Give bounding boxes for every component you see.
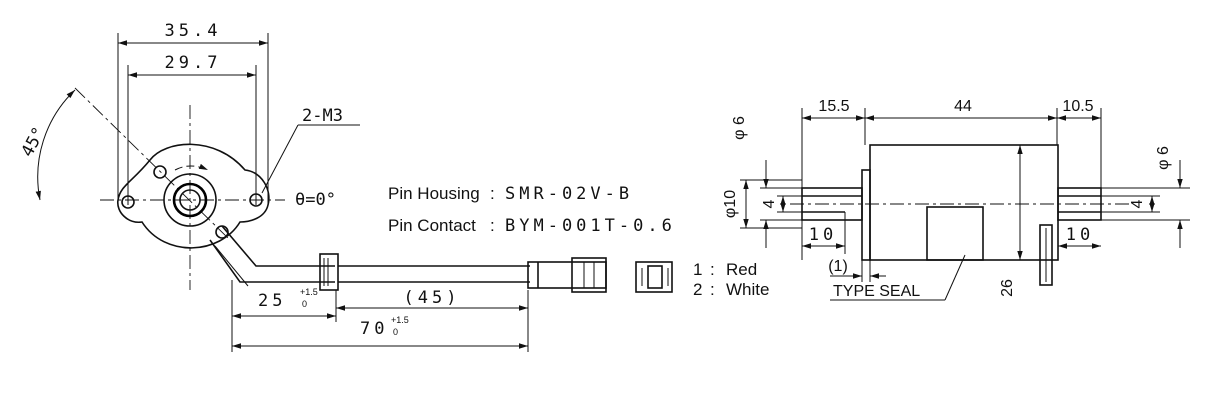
strip-length-label: 25: [258, 291, 286, 311]
lead-wire-2: [221, 225, 335, 267]
angle-arc: [35, 89, 76, 201]
flat-len-left-label: 10: [809, 225, 837, 245]
screw-hole-1: [153, 165, 167, 179]
side-view: 15.5 44 10.5 φ 6 φ10: [722, 98, 1190, 301]
pin-2-color: White: [726, 280, 769, 299]
boss-dia-label: φ10: [722, 190, 739, 218]
right-shaft: [1057, 187, 1102, 221]
svg-text::: :: [710, 280, 715, 299]
pin-contact-label: Pin Contact: [388, 216, 476, 235]
mount-hole-left: [121, 195, 135, 209]
strip-tol-lower: 0: [302, 299, 307, 309]
body-length-label: 44: [954, 98, 972, 115]
total-tol-upper: +1.5: [391, 315, 409, 325]
left-shaft-label: 15.5: [818, 98, 849, 115]
front-view: 35.4 29.7 45° 2-M3 θ=0°: [18, 21, 607, 352]
strip-tol-upper: +1.5: [300, 287, 318, 297]
gap-label: (1): [828, 258, 848, 275]
connector-end-icon: [635, 261, 673, 293]
terminal-tab: [1039, 224, 1053, 286]
svg-text::: :: [490, 216, 495, 235]
svg-text::: :: [490, 184, 495, 203]
cable-length-label: (45): [404, 288, 461, 308]
mount-hole-right: [249, 193, 263, 207]
pin-contact-value: BYM-001T-0.6: [505, 216, 676, 236]
pin-2-number: 2: [693, 280, 702, 299]
width-outer-label: 35.4: [165, 21, 222, 41]
svg-text::: :: [710, 260, 715, 279]
shaft-dia-left-label: φ 6: [731, 116, 748, 140]
cable-sleeve: [319, 253, 339, 291]
lead-wire-1: [209, 239, 335, 283]
pin-housing-label: Pin Housing: [388, 184, 480, 203]
flat-len-right-label: 10: [1066, 225, 1094, 245]
boss-outer: [163, 173, 217, 227]
body-height-label: 26: [999, 279, 1016, 297]
rotation-arrow: [174, 163, 209, 171]
shaft-dia-right-label: φ 6: [1155, 146, 1172, 170]
pin-housing-value: SMR-02V-B: [505, 184, 633, 204]
type-seal-area: [926, 206, 984, 261]
screw-label: 2-M3: [302, 106, 343, 126]
shaft-ring: [172, 182, 208, 218]
total-tol-lower: 0: [393, 327, 398, 337]
right-shaft-label: 10.5: [1062, 98, 1093, 115]
total-length-label: 70: [360, 319, 388, 339]
flat-left-label: 4: [761, 199, 778, 208]
theta-label: θ=0°: [295, 190, 336, 210]
angle-label: 45°: [18, 124, 50, 161]
width-holes-label: 29.7: [165, 53, 222, 73]
front-flange: [861, 169, 871, 261]
left-shaft: [801, 187, 863, 221]
motor-body: [869, 144, 1059, 261]
type-seal-label: TYPE SEAL: [833, 283, 920, 300]
pin-1-color: Red: [726, 260, 757, 279]
connector-head: [571, 257, 607, 293]
shaft: [179, 189, 201, 211]
motor-flange-outline: [117, 143, 270, 249]
flat-right-label: 4: [1129, 199, 1146, 208]
connector-info: Pin Housing : SMR-02V-B Pin Contact : BY…: [388, 184, 769, 299]
pin-1-number: 1: [693, 260, 702, 279]
